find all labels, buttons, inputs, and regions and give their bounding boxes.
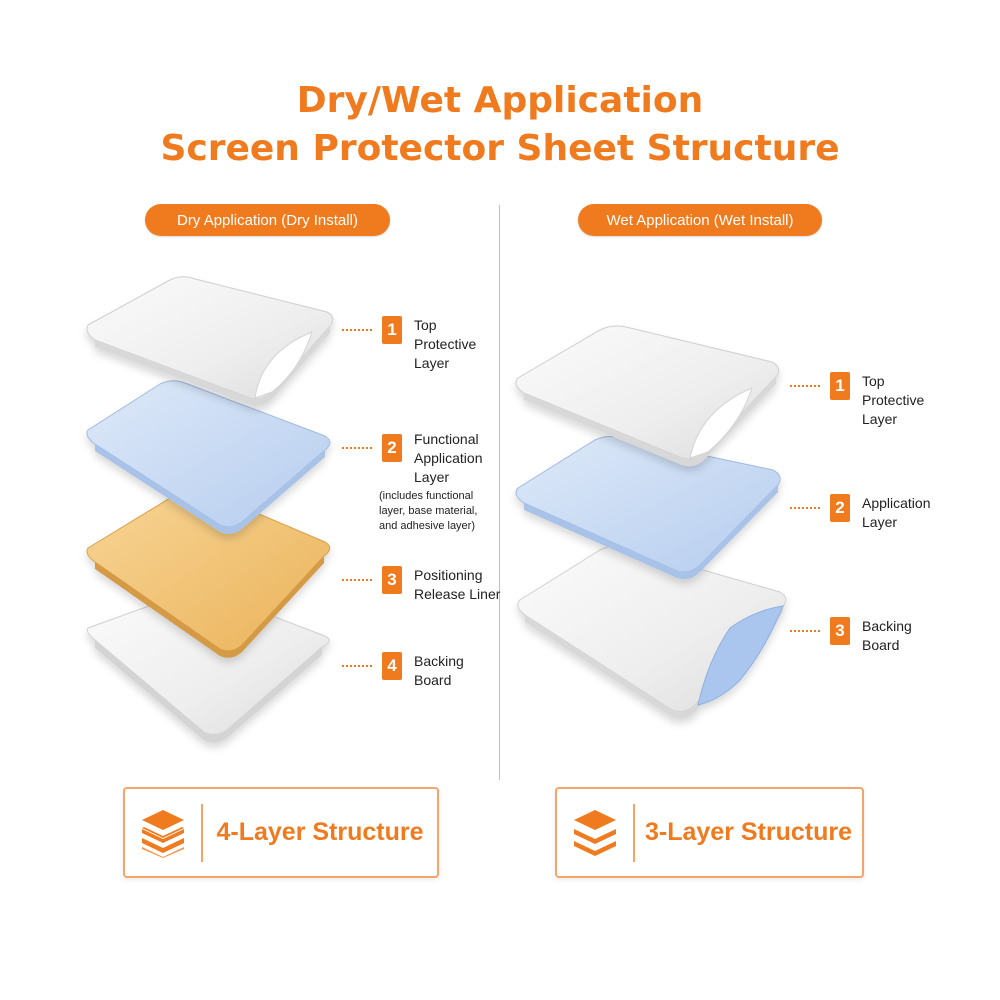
layer-number-badge: 2 bbox=[830, 494, 850, 522]
stack-layers-icon bbox=[557, 808, 633, 858]
note-line: layer, base material, bbox=[379, 505, 478, 517]
wet-summary-text: 3-Layer Structure bbox=[644, 818, 853, 846]
wet-top-protective-layer bbox=[515, 325, 780, 467]
dry-layer-1-label: Top Protective Layer bbox=[414, 316, 476, 373]
callout-connector bbox=[342, 447, 372, 449]
label-line: Protective bbox=[414, 336, 477, 352]
dry-functional-application-layer bbox=[86, 380, 331, 534]
dry-callout-4: 4 Backing Board bbox=[342, 652, 464, 690]
callout-connector bbox=[342, 579, 372, 581]
dry-layer-2-note: (includes functional layer, base materia… bbox=[379, 489, 483, 534]
label-line: Layer bbox=[862, 411, 898, 427]
dry-application-heading: Dry Application (Dry Install) bbox=[145, 204, 390, 236]
title-line-2: Screen Protector Sheet Structure bbox=[160, 128, 840, 169]
box-divider bbox=[633, 803, 635, 862]
stack-layers-icon bbox=[125, 808, 201, 858]
wet-backing-board-layer bbox=[517, 545, 787, 719]
note-line: and adhesive layer) bbox=[379, 520, 476, 532]
box-divider bbox=[201, 803, 203, 862]
wet-callout-1: 1 Top Protective Layer bbox=[790, 372, 924, 429]
wet-callout-3: 3 Backing Board bbox=[790, 617, 912, 655]
center-divider bbox=[499, 205, 500, 780]
callout-connector bbox=[342, 665, 372, 667]
wet-layer-2-label: Application Layer bbox=[862, 494, 931, 532]
wet-layer-1-label: Top Protective Layer bbox=[862, 372, 924, 429]
label-line: Board bbox=[862, 637, 900, 653]
wet-callout-2: 2 Application Layer bbox=[790, 494, 931, 532]
label-line: Release Liner bbox=[414, 586, 501, 602]
dry-layer-3-label: Positioning Release Liner bbox=[414, 566, 500, 604]
label-line: Board bbox=[414, 672, 452, 688]
dry-layer-4-label: Backing Board bbox=[414, 652, 464, 690]
callout-connector bbox=[790, 385, 820, 387]
callout-connector bbox=[342, 329, 372, 331]
label-line: Layer bbox=[414, 355, 450, 371]
callout-connector bbox=[790, 630, 820, 632]
dry-callout-1: 1 Top Protective Layer bbox=[342, 316, 476, 373]
label-line: Application bbox=[862, 495, 931, 511]
label-line: Protective bbox=[862, 392, 925, 408]
dry-top-protective-layer bbox=[86, 276, 334, 407]
layer-number-badge: 1 bbox=[382, 316, 402, 344]
callout-connector bbox=[790, 507, 820, 509]
wet-summary-box: 3-Layer Structure bbox=[555, 787, 864, 878]
wet-application-layer bbox=[515, 435, 781, 580]
note-line: (includes functional bbox=[379, 490, 474, 502]
layer-number-badge: 4 bbox=[382, 652, 402, 680]
layer-number-badge: 1 bbox=[830, 372, 850, 400]
label-line: Functional bbox=[414, 431, 479, 447]
label-line: Backing bbox=[862, 618, 912, 634]
layer-number-badge: 3 bbox=[382, 566, 402, 594]
dry-summary-text: 4-Layer Structure bbox=[216, 818, 424, 846]
label-line: Application bbox=[414, 450, 483, 466]
label-line: Backing bbox=[414, 653, 464, 669]
label-line: Layer bbox=[862, 514, 898, 530]
dry-summary-box: 4-Layer Structure bbox=[123, 787, 439, 878]
dry-callout-3: 3 Positioning Release Liner bbox=[342, 566, 500, 604]
layer-number-badge: 2 bbox=[382, 434, 402, 462]
label-line: Positioning bbox=[414, 567, 483, 583]
title-line-1: Dry/Wet Application bbox=[296, 80, 704, 121]
label-line: Top bbox=[862, 373, 885, 389]
label-line: Top bbox=[414, 317, 437, 333]
layer-number-badge: 3 bbox=[830, 617, 850, 645]
dry-callout-2: 2 Functional Application Layer (includes… bbox=[342, 430, 483, 534]
label-line: Layer bbox=[414, 469, 450, 485]
wet-layer-3-label: Backing Board bbox=[862, 617, 912, 655]
wet-application-heading: Wet Application (Wet Install) bbox=[578, 204, 822, 236]
dry-layer-2-label: Functional Application Layer (includes f… bbox=[379, 430, 483, 534]
